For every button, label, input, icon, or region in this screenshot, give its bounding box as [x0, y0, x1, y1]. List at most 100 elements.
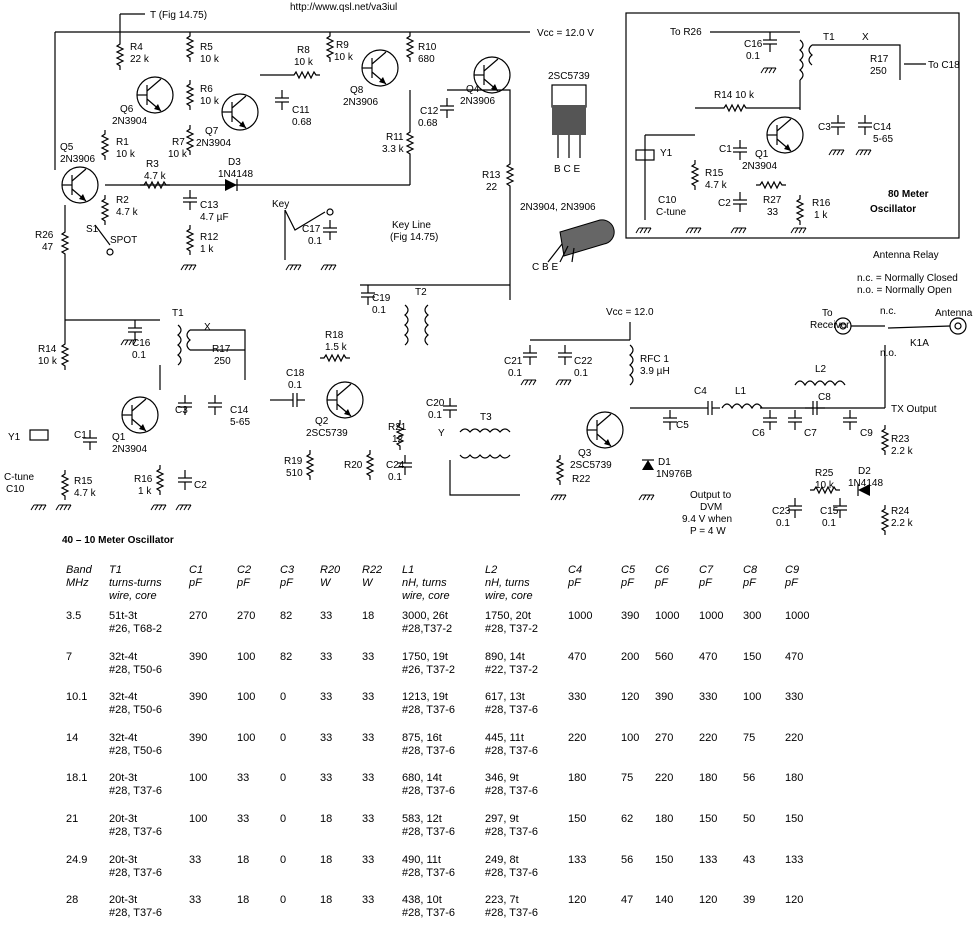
table-cell: 33	[362, 772, 402, 813]
b-r14-label: R14 10 k	[714, 90, 755, 101]
table-cell: 7	[66, 651, 109, 692]
key-fig-label: (Fig 14.75)	[390, 232, 438, 243]
cell-line: 82	[280, 650, 293, 663]
cell-line: pF	[189, 577, 202, 589]
d2-label: D2	[858, 466, 871, 477]
table-cell: 3000, 26t#28,T37-2	[402, 610, 485, 651]
cell-line: 1750, 20t	[485, 610, 531, 622]
r4-label: R4	[130, 42, 143, 53]
cell-line: 150	[743, 650, 762, 663]
cell-line: 18	[320, 853, 333, 866]
table-cell: 10.1	[66, 691, 109, 732]
c21-label: C21	[504, 356, 523, 367]
r6-value: 10 k	[200, 96, 220, 107]
t2-label: T2	[415, 287, 427, 298]
d1-value: 1N976B	[656, 469, 692, 480]
cell-line: 330	[568, 691, 587, 704]
cell-line: 0	[280, 691, 287, 704]
b-r15-value: 4.7 k	[705, 180, 728, 191]
vcc-mid-label: Vcc = 12.0	[606, 307, 654, 318]
cell-line: wire, core	[485, 590, 533, 602]
cell-line: 470	[699, 650, 718, 663]
b-r16-label: R16	[812, 198, 831, 209]
cell-line: 0	[280, 812, 287, 825]
cell-line: 33	[362, 772, 375, 785]
cell-line: #28, T37-6	[485, 907, 539, 920]
q5-value: 2N3906	[60, 154, 95, 165]
c9-label: C9	[860, 428, 873, 439]
cell-line: nH, turns	[402, 577, 447, 589]
d1-label: D1	[658, 457, 671, 468]
cell-line: 150	[568, 812, 587, 825]
b-c10-label: C10	[658, 195, 677, 206]
r3-label: R3	[146, 159, 159, 170]
b-r17-label: R17	[870, 54, 889, 65]
cell-line: 150	[785, 812, 804, 825]
cell-line: 43	[743, 853, 756, 866]
dvm-label-1: Output to	[690, 490, 732, 501]
cell-line: 20t-3t	[109, 772, 138, 785]
cell-line: 20t-3t	[109, 853, 138, 866]
table-cell: 33	[362, 691, 402, 732]
r18-label: R18	[325, 330, 344, 341]
r7-label: R7	[172, 137, 185, 148]
cell-line: nH, turns	[485, 577, 530, 589]
cell-line: #28, T37-6	[402, 866, 456, 879]
table-cell: 220	[699, 732, 743, 773]
c23-label: C23	[772, 506, 791, 517]
cell-line: W	[320, 577, 331, 589]
cell-line: 220	[699, 731, 718, 744]
cell-line: 39	[743, 894, 756, 907]
cell-line: pF	[568, 577, 581, 589]
cell-line: 133	[785, 853, 804, 866]
b-r27-label: R27	[763, 195, 782, 206]
r8-label: R8	[297, 45, 310, 56]
cell-line: R20	[320, 564, 341, 576]
b-x-label: X	[862, 32, 869, 43]
cell-line: 1750, 19t	[402, 650, 448, 663]
table-cell: 297, 9t#28, T37-6	[485, 813, 568, 854]
table-cell: 220	[785, 732, 825, 773]
c21-value: 0.1	[508, 368, 522, 379]
table-cell: 18	[237, 854, 280, 895]
cell-line: 100	[621, 731, 640, 744]
cell-line: 180	[785, 772, 804, 785]
cell-line: 100	[237, 650, 256, 663]
table-cell: 33	[237, 813, 280, 854]
c15-value: 0.1	[822, 518, 836, 529]
c14-value: 5-65	[230, 417, 250, 428]
cell-line: C7	[699, 564, 714, 576]
r5-value: 10 k	[200, 54, 220, 65]
table-cell: 32t-4t#28, T50-6	[109, 691, 189, 732]
r12-label: R12	[200, 232, 219, 243]
table-cell: 0	[280, 813, 320, 854]
table-cell: 33	[189, 894, 237, 935]
osc80-title-2: Oscillator	[870, 204, 916, 215]
table-cell: 100	[237, 732, 280, 773]
table-cell: 680, 14t#28, T37-6	[402, 772, 485, 813]
r19-label: R19	[284, 456, 303, 467]
table-cell: 1750, 20t#28, T37-2	[485, 610, 568, 651]
c10-label: C10	[6, 484, 25, 495]
cell-line: 583, 12t	[402, 812, 442, 825]
table-cell: 39	[743, 894, 785, 935]
table-cell: 150	[785, 813, 825, 854]
cell-line: 1000	[785, 610, 810, 622]
cell-line: 220	[655, 772, 674, 785]
table-cell: 0	[280, 732, 320, 773]
cell-line: T1	[109, 564, 122, 576]
cell-line: 32t-4t	[109, 731, 138, 744]
c16-label: C16	[132, 338, 151, 349]
r26-value: 47	[42, 242, 54, 253]
cell-line: 33	[362, 650, 375, 663]
cell-line: 18	[237, 894, 250, 907]
b-c14-value: 5-65	[873, 134, 893, 145]
b-t1-label: T1	[823, 32, 835, 43]
table-cell: 1750, 19t#26, T37-2	[402, 651, 485, 692]
cell-line: 560	[655, 650, 674, 663]
c22-value: 0.1	[574, 368, 588, 379]
no-label: n.o.	[880, 348, 897, 359]
